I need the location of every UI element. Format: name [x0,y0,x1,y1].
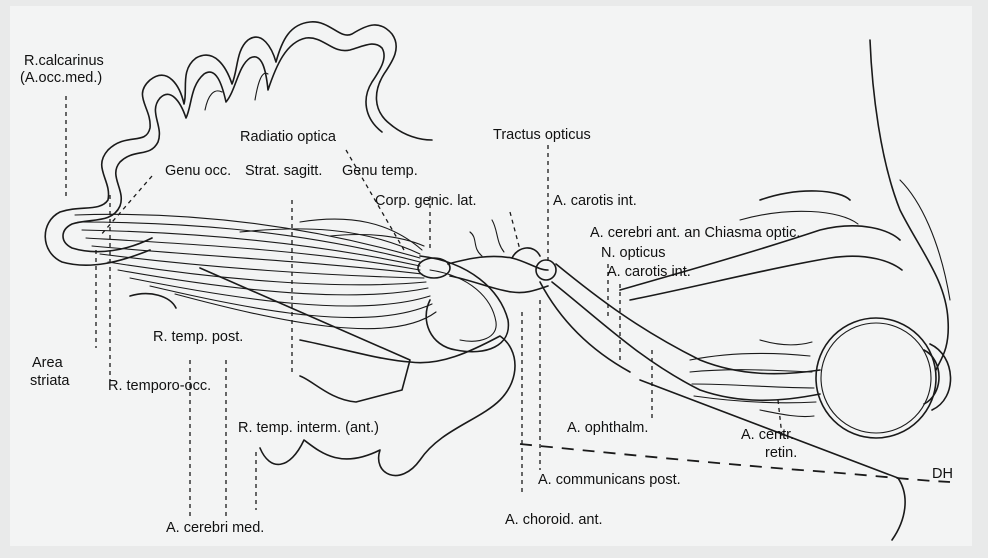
skull-upper [760,191,850,200]
internal-carotid-curve [512,248,540,258]
gyrus-fold-1 [205,91,222,110]
label-dh: DH [932,466,953,483]
label-r-calcarinus: R.calcarinus [24,53,104,70]
label-strat-sagitt: Strat. sagitt. [245,163,322,180]
label-area: Area [32,355,63,372]
lateral-geniculate-body [418,258,450,278]
label-a-carotis-int-upper: A. carotis int. [553,193,637,210]
eyeball [816,318,936,438]
label-corp-genic-lat: Corp. genic. lat. [375,193,477,210]
label-a-carotis-int-lower: A. carotis int. [607,264,691,281]
carotid-line [540,282,630,372]
label-genu-temp: Genu temp. [342,163,418,180]
optic-radiation-fibres [75,214,436,328]
ciliary-vessels [690,340,816,417]
label-r-temp-interm: R. temp. interm. (ant.) [238,420,379,437]
eyeball-inner [821,323,931,433]
temporal-loop-inner [430,270,496,341]
temporal-lobe-outline [260,336,515,475]
label-retin: retin. [765,445,797,462]
optic-nerve-lower [552,282,820,400]
optic-tract-lower [450,276,548,293]
skull-upper-2 [740,211,858,224]
lateral-gyrus [130,294,176,308]
cornea [930,344,951,410]
label-a-occ-med: (A.occ.med.) [20,70,102,87]
label-r-temp-post: R. temp. post. [153,329,243,346]
label-n-opticus: N. opticus [601,245,665,262]
label-a-cerebri-ant-chiasma: A. cerebri ant. an Chiasma optic. [590,225,800,242]
label-a-cerebri-med: A. cerebri med. [166,520,264,537]
tract-squiggle [470,232,482,256]
label-a-ophthalm: A. ophthalm. [567,420,648,437]
label-r-temporo-occ: R. temporo-occ. [108,378,211,395]
label-a-choroid-ant: A. choroid. ant. [505,512,603,529]
orbit-outline [870,40,948,370]
label-genu-occ: Genu occ. [165,163,231,180]
frontal-curve [900,180,950,300]
label-striata: striata [30,373,70,390]
label-a-centr: A. centr. [741,427,794,444]
label-tractus-opticus: Tractus opticus [493,127,591,144]
label-a-communicans-post: A. communicans post. [538,472,681,489]
leader-lines [66,96,782,520]
label-radiatio-optica: Radiatio optica [240,129,336,146]
tract-squiggle-2 [492,220,504,252]
